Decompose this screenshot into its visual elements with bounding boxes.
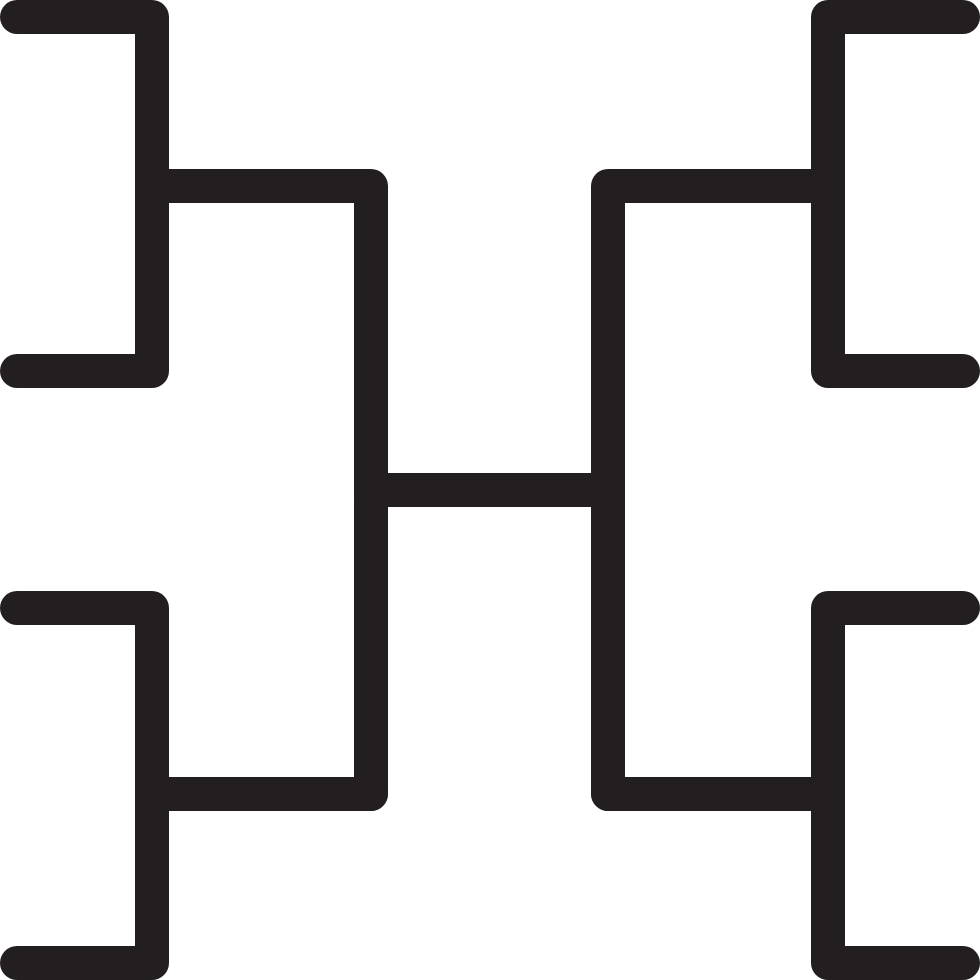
right-lower-pair [591,591,980,980]
right-bracket [591,0,980,980]
left-lower-pair [0,591,388,980]
left-bracket [0,0,388,980]
left-upper-pair [0,0,388,811]
right-upper-pair [591,0,980,811]
